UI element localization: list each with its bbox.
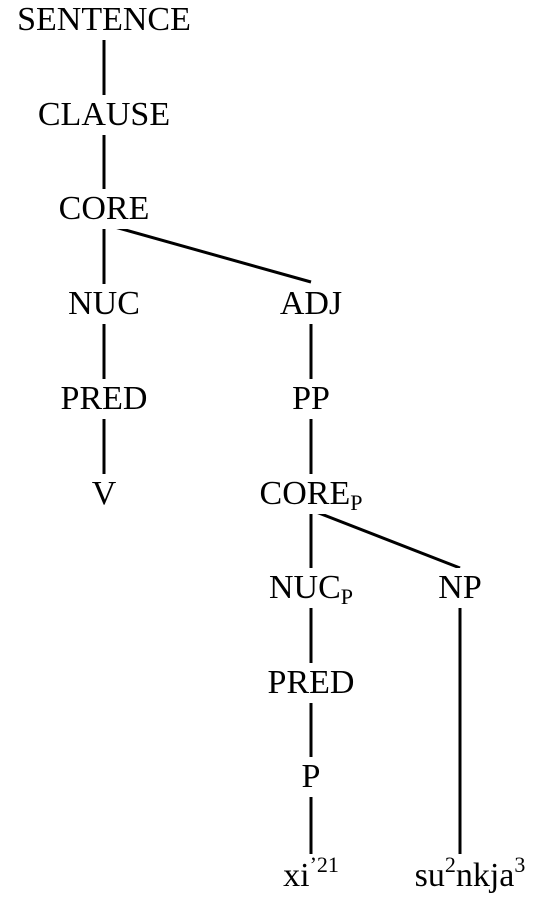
edge-corep-np bbox=[310, 508, 461, 570]
node-sentence: SENTENCE bbox=[15, 0, 193, 40]
node-nuc-p-sub: P bbox=[340, 584, 354, 609]
leaf-word1-tone: ’21 bbox=[309, 852, 339, 877]
leaf-word2: su2nkja3 bbox=[412, 854, 528, 896]
node-core: CORE bbox=[56, 189, 152, 229]
node-pred-p: PRED bbox=[265, 663, 357, 703]
node-nuc-p: NUCP bbox=[266, 568, 356, 609]
node-pred: PRED bbox=[58, 379, 150, 419]
leaf-word2-tone2: 3 bbox=[514, 852, 526, 877]
node-v: V bbox=[89, 474, 119, 514]
leaf-word2-tone1: 2 bbox=[444, 852, 456, 877]
leaf-word1: xi’21 bbox=[281, 854, 341, 896]
node-nuc: NUC bbox=[66, 284, 142, 324]
leaf-word2-base1: su bbox=[414, 857, 445, 894]
node-p: P bbox=[299, 757, 323, 797]
node-core-p-base: CORE bbox=[259, 475, 351, 512]
node-np: NP bbox=[436, 568, 484, 608]
node-adj: ADJ bbox=[277, 284, 345, 324]
node-core-p: COREP bbox=[257, 474, 365, 515]
leaf-word1-base: xi bbox=[283, 857, 310, 894]
node-nuc-p-base: NUC bbox=[268, 569, 341, 606]
edge-core-adj bbox=[103, 222, 312, 284]
node-clause: CLAUSE bbox=[35, 95, 173, 135]
leaf-word2-base2: nkja bbox=[455, 857, 515, 894]
node-core-p-sub: P bbox=[350, 490, 363, 515]
node-pp: PP bbox=[290, 379, 332, 419]
